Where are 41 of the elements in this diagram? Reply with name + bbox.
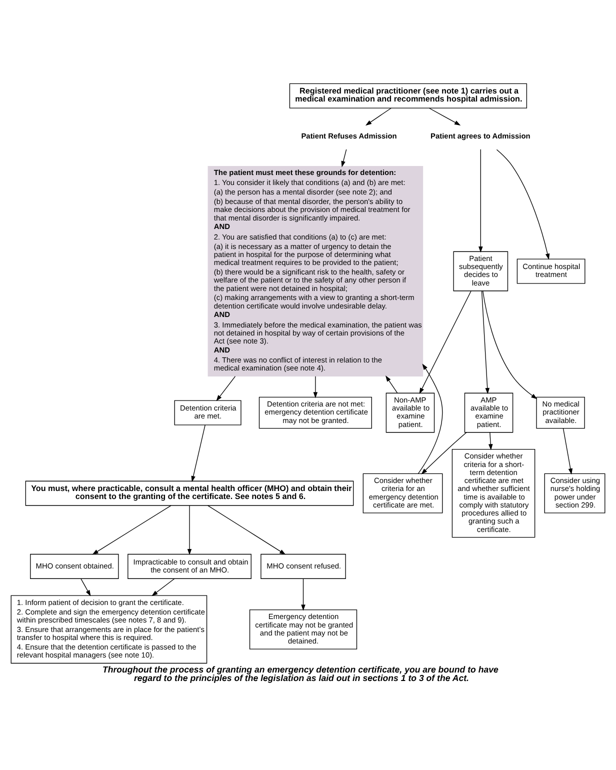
node-box: Non-AMP available to examine patient. [386, 392, 435, 433]
node-text: Patient Refuses Admission [301, 131, 397, 140]
arrow [216, 376, 236, 402]
arrow [187, 505, 192, 556]
arrow [418, 364, 443, 474]
node-box: Detention criteria are not met: emergency detention certificate may not be granted. [258, 396, 372, 429]
node-box: No medical practitioner available. [536, 396, 585, 429]
arrow [482, 290, 538, 400]
arrow [478, 149, 483, 253]
node-box: Consider whether criteria for a short-term detention certificate are met and whether sufficient time is available to comply with statutory procedures allied to granting such a certificate. [452, 448, 536, 538]
node-box: MHO consent refused. [260, 554, 346, 579]
node-box: Emergency detention certificate may not be granted and the patient may not be detained. [249, 609, 358, 650]
arrow [92, 505, 172, 555]
arrow [428, 108, 461, 126]
arrow [80, 578, 91, 596]
arrow [191, 424, 206, 482]
arrow [313, 376, 318, 398]
caption: Throughout the process of granting an emergency detention certificate, you are bound to have regard to the principles of the legislation as laid out in sections 1 to 3 of the Act. [102, 664, 498, 684]
node-text: Patient agrees to Admission [430, 131, 530, 140]
arrow [365, 108, 392, 126]
arrow [386, 376, 398, 394]
node-box: MHO consent obtained. [30, 554, 119, 579]
node-box: Continue hospital treatment [516, 258, 586, 284]
arrow [421, 432, 467, 474]
arrow [481, 290, 490, 394]
arrow [207, 505, 286, 555]
node-box: Consider using nurse's holding power under section 299. [544, 473, 606, 514]
node-box: AMP available to examine patient. [464, 392, 514, 433]
node-box: Patient subsequently decides to leave [453, 251, 508, 292]
node-box: 1. Inform patient of decision to grant the certificate. 2. Complete and sign the emergency detention certificate within prescribed timescales (see notes 7, 8 and 9). 3. Ensure that arrangements are in place for the patient’s transfer to hospital where this is required. 4. Ensure that the detention certificate is passed to the relevant hospital managers (see note 10). [10, 595, 208, 664]
arrow [341, 149, 347, 168]
node-box: Consider whether criteria for an emergency detention certificate are met. [362, 473, 443, 514]
arrow [488, 432, 493, 450]
node-box: Detention criteria are met. [174, 400, 242, 426]
arrow [152, 578, 175, 596]
node-box: Impracticable to consult and obtain the consent of an MHO. [128, 554, 252, 579]
node-box: The patient must meet these grounds for detention: 1. You consider it likely that conditions (a) and (b) are met: (a) the person has a mental disorder (see note 2); and (b) because of that mental disorder, the person's ability to make decisions about the provision of medical treatment for that mental disorder is significantly impaired. AND 2. You are satisfied that conditions (a) to (c) are met: (a) it is necessary as a matter of urgency to detain the patient in hospital for the purpose of determining what medical treatment requires to be provided to the patient; (b) there would be a significant risk to the health, safety or welfare of the patient or to the safety of any other person if the patient were not detained in hospital; (c) making arrangements with a view to granting a short-term detention certificate would involve undesirable delay. AND 3. Immediately before the medical examination, the patient was not detained in hospital by way of certain provisions of the Act (see note 3). AND 4. There was no conflict of interest in relation to the medical examination (see note 4). [208, 166, 424, 377]
arrow [301, 578, 306, 611]
arrow [562, 428, 573, 475]
arrow [496, 149, 550, 260]
arrow [419, 290, 472, 394]
